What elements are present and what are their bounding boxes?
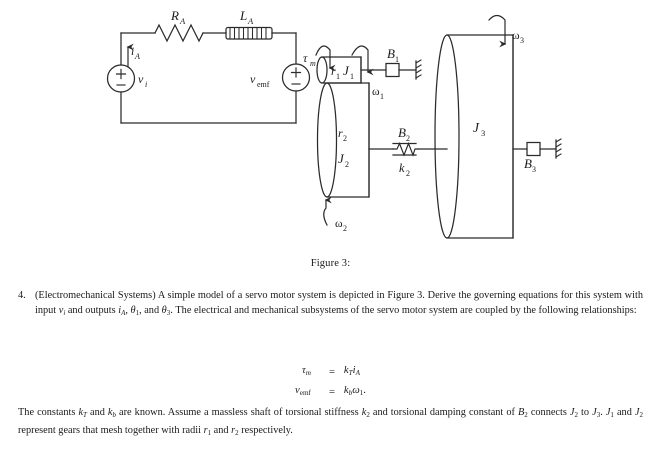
label-gear1-radius-sub: 1 [336,72,340,81]
equation-relation-1: = [328,366,335,378]
label-damper2-sub: 2 [406,134,410,143]
label-spring2-sub: 2 [406,169,410,178]
closing-part-7: . [600,407,606,418]
label-emf-voltage-sub: emf [257,80,270,89]
closing-part-9: represent gears that mesh together with … [18,425,204,437]
closing-part-4: and torsional damping constant of [369,407,518,418]
math-J2: J2 [569,407,578,419]
math-kb: kb [107,407,116,419]
servo-motor-schematic: R A L A i A v i v emf τ m r 1 [106,8,562,239]
math-J1: J1 [605,407,614,419]
label-current-sub: A [134,52,140,61]
equation-row-torque: τm = kTiA [295,362,366,382]
math-i-A: iA [118,305,126,318]
figure-3-diagram: R A L A i A v i v emf τ m r 1 [106,8,562,239]
coupling-equations: τm = kTiA vemf = kbω1. [0,362,661,402]
label-resistor: R [170,8,179,23]
math-v-i: vi [58,305,66,318]
problem-text-part-1: (Electromechanical Systems) A simple mod… [35,290,643,317]
math-r2: r2 [231,425,239,438]
problem-text-part-2: and outputs [65,305,119,317]
math-J2b: J2 [634,407,643,419]
label-inductor: L [239,8,247,23]
problem-number: 4. [18,290,26,301]
problem-text: (Electromechanical Systems) A simple mod… [35,288,643,321]
label-omega3: ω [512,30,520,42]
equation-row-emf: vemf = kbω1. [295,382,366,402]
label-gear2-inertia-sub: 2 [345,160,349,169]
label-omega1: ω [372,86,380,98]
equation-table: τm = kTiA vemf = kbω1. [295,362,366,402]
label-current: i [131,46,134,58]
label-source-voltage: v [138,72,144,86]
label-gear1-radius: r [331,64,336,78]
figure-caption: Figure 3: [310,258,351,269]
label-emf-voltage: v [250,72,256,86]
problem-text-part-3: , [125,305,131,317]
label-gear2-radius: r [338,126,343,140]
equation-lhs-emf: vemf [295,385,311,398]
label-gear1-inertia-sub: 1 [350,72,354,81]
closing-part-6: to [578,407,593,418]
label-spring2: k [399,161,405,175]
label-source-voltage-sub: i [145,80,147,89]
label-omega2: ω [335,218,343,230]
label-damper1-sub: 1 [395,55,399,64]
closing-part-11: respectively. [238,425,293,437]
label-gear2-radius-sub: 2 [343,134,347,143]
label-gear1-inertia: J [343,63,350,78]
label-damper3-sub: 3 [532,165,536,174]
label-damper2: B [398,125,406,140]
label-omega1-sub: 1 [380,92,384,101]
problem-text-part-5: . The electrical and mechanical subsyste… [170,305,637,317]
closing-part-2: and [86,407,108,418]
math-r1: r1 [203,425,212,438]
closing-part-8: and [613,407,635,418]
closing-part-5: connects [527,407,570,418]
label-inertia3-sub: 3 [481,128,485,138]
problem-statement: 4. (Electromechanical Systems) A simple … [0,288,661,321]
label-damper1: B [387,46,395,61]
label-omega2-sub: 2 [343,224,347,233]
closing-paragraph: The constants kT and kb are known. Assum… [18,405,643,441]
closing-part-3: are known. Assume a massless shaft of to… [116,407,362,418]
label-damper3: B [524,156,532,171]
closing-part-10: and [211,425,232,437]
equation-rhs-torque: kTiA [343,365,360,378]
math-theta-1: θ1 [130,305,140,318]
equation-lhs-torque: τm [301,365,311,378]
problem-text-part-4: , and [139,305,162,317]
math-k2: k2 [361,407,370,419]
label-torque: τ [303,51,308,65]
label-omega3-sub: 3 [520,36,524,45]
math-theta-3: θ3 [161,305,171,318]
label-resistor-sub: A [179,16,186,26]
label-inductor-sub: A [247,16,254,26]
math-kT: kT [78,407,87,419]
equation-rhs-emf: kbω1. [343,385,366,398]
equation-relation-2: = [328,386,335,398]
label-torque-sub: m [310,59,316,68]
closing-part-1: The constants [18,407,79,418]
math-J3: J3 [592,407,601,419]
problem-row: 4. (Electromechanical Systems) A simple … [0,288,661,321]
label-gear2-inertia: J [338,151,345,166]
math-B2: B2 [517,407,528,419]
label-inertia3: J [473,120,480,135]
